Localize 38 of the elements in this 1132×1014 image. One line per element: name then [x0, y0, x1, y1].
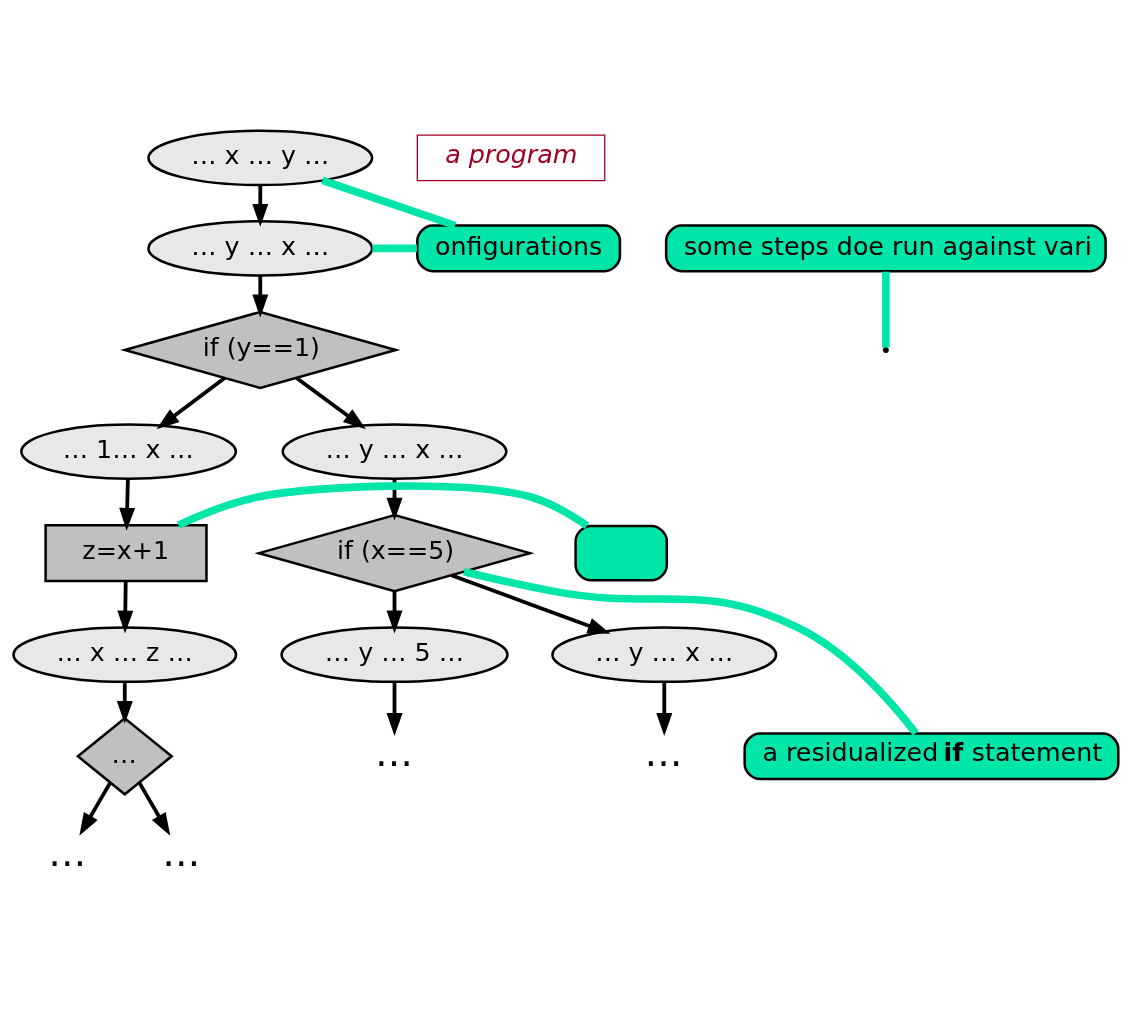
arrow: [137, 781, 171, 836]
node-ellipse: … y … 5 …: [280, 626, 509, 684]
node-text: …: [644, 730, 683, 775]
arrow: [656, 682, 673, 736]
node-diamond: if (y==1): [120, 310, 401, 390]
node-box: a residualized if statement: [743, 732, 1120, 781]
connector: [372, 244, 417, 253]
node-text: …: [162, 831, 201, 876]
arrow: [252, 185, 269, 227]
node-ellipse: … 1… x …: [20, 423, 238, 480]
arrow: [450, 573, 611, 634]
arrow: [252, 275, 269, 318]
arrow: [295, 376, 367, 430]
node-box: onfigurations: [416, 224, 622, 273]
node-diamond: if (x==5): [254, 513, 535, 593]
arrow: [386, 682, 403, 736]
node-box: a program: [416, 134, 606, 182]
node-ellipse: … y … x …: [147, 220, 374, 277]
node-callout: [574, 524, 669, 582]
arrow: [156, 376, 226, 430]
node-diamond: …: [75, 716, 174, 796]
connector: [176, 482, 590, 529]
arrow: [119, 478, 136, 531]
arrow: [386, 591, 403, 634]
node-text: …: [374, 730, 413, 775]
arrow: [116, 682, 133, 724]
arrow: [386, 478, 403, 521]
node-ellipse: … x … y …: [147, 129, 374, 187]
node-ellipse: … x … z …: [12, 626, 238, 684]
node-ellipse: … y … x …: [551, 626, 778, 684]
node-box: z=x+1: [44, 524, 208, 583]
node-ellipse: … y … x …: [281, 423, 508, 480]
connector: [463, 568, 919, 736]
arrow: [117, 581, 134, 634]
node-text: …: [48, 831, 87, 876]
arrow: [79, 781, 112, 836]
node-box: some steps doe run against vari: [664, 224, 1107, 273]
connector: [321, 176, 457, 230]
